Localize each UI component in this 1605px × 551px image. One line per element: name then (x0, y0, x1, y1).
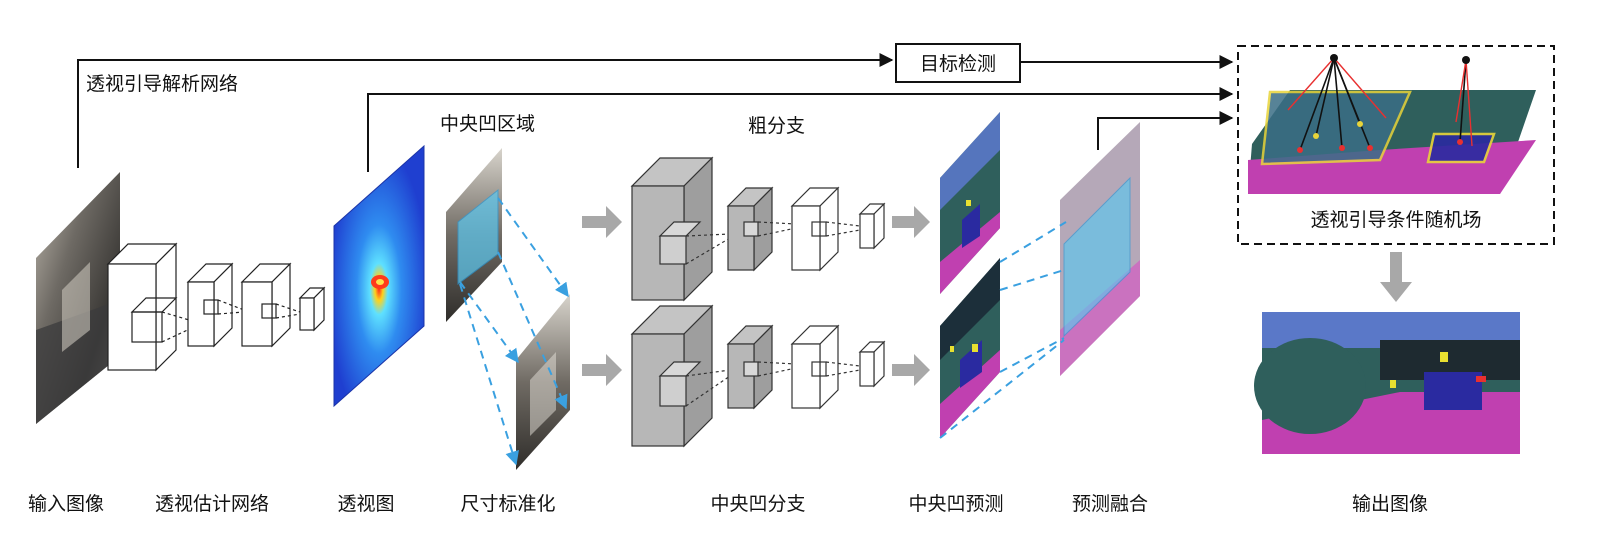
coarse-branch-network (630, 156, 886, 302)
output-image-label: 输出图像 (1352, 493, 1428, 515)
input-image (36, 172, 120, 424)
perspective-parsing-network-label: 透视引导解析网络 (86, 73, 238, 95)
fovea-region-label: 中央凹区域 (440, 113, 535, 135)
fovea-prediction-map (940, 258, 1000, 438)
perspective-map-label: 透视图 (337, 493, 394, 515)
fusion-links (939, 221, 1067, 439)
object-detection-box (895, 43, 1021, 83)
perspective-map-to-crf-arrow (367, 87, 1234, 172)
scale-normalized-image (516, 294, 570, 470)
grey-output-arrows (892, 206, 930, 386)
perspective-estimation-network (106, 242, 326, 372)
grey-input-arrows (582, 206, 622, 386)
crf-to-output-arrow (1380, 252, 1412, 302)
fovea-branch-network (630, 304, 886, 448)
coarse-branch-label: 粗分支 (748, 115, 805, 137)
crf-scene (1248, 54, 1536, 194)
perspective-crf-box (1237, 45, 1555, 245)
perspective-estimation-network-label: 透视估计网络 (155, 493, 269, 515)
prediction-fusion-label: 预测融合 (1072, 493, 1148, 515)
scale-normalization-label: 尺寸标准化 (460, 493, 555, 515)
perspective-map (333, 144, 425, 408)
fovea-scale-links (459, 197, 569, 466)
bottom-labels: 输入图像 透视估计网络 透视图 尺寸标准化 中央凹分支 中央凹预测 预测融合 输… (28, 493, 1428, 515)
fovea-prediction-label: 中央凹预测 (908, 493, 1003, 515)
perspective-crf-label: 透视引导条件随机场 (1310, 209, 1481, 231)
output-image (1254, 312, 1520, 454)
parsing-network-arrow (77, 53, 894, 168)
prediction-fusion-map (1060, 122, 1140, 376)
input-image-label: 输入图像 (28, 493, 104, 515)
top-flow-arrows (77, 53, 1234, 172)
fusion-to-crf-arrow (1097, 111, 1234, 150)
fovea-region-image (446, 148, 502, 322)
fovea-branch-label: 中央凹分支 (710, 493, 805, 515)
coarse-prediction-map (940, 112, 1000, 294)
object-detection-label: 目标检测 (920, 53, 996, 75)
